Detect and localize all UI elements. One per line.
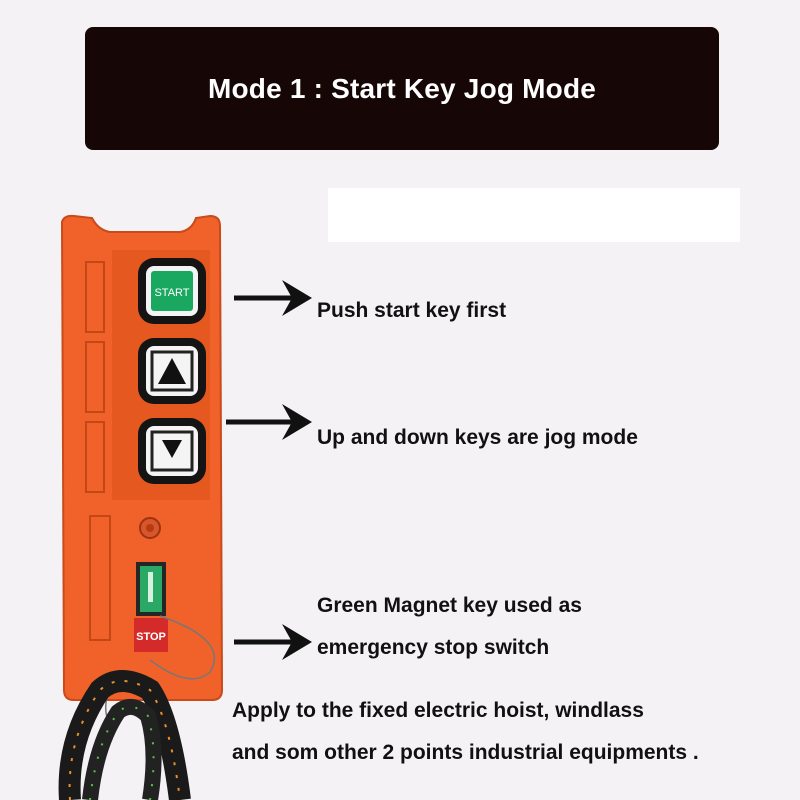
arrow-right-icon	[234, 280, 312, 316]
arrow-right-icon	[226, 404, 312, 440]
arrow-right-icon	[234, 624, 312, 660]
title-banner: Mode 1 : Start Key Jog Mode	[85, 27, 719, 150]
down-triangle-icon	[162, 440, 182, 458]
strap	[58, 670, 191, 800]
banner-title: Mode 1 : Start Key Jog Mode	[207, 72, 597, 104]
footer-line1: Apply to the fixed electric hoist, windl…	[232, 699, 644, 722]
callout-magnet-line2: emergency stop switch	[317, 636, 550, 659]
stop-label-text: STOP	[136, 631, 166, 643]
callout-magnet-line1: Green Magnet key used as	[317, 594, 582, 617]
start-key-label: START	[154, 287, 189, 299]
blank-panel	[328, 188, 740, 242]
up-triangle-icon	[158, 358, 186, 384]
remote-control: START STOP	[58, 214, 224, 800]
callout-start: Push start key first	[317, 299, 507, 322]
magnet-key[interactable]	[136, 562, 166, 616]
up-key[interactable]	[138, 338, 206, 404]
callout-jog: Up and down keys are jog mode	[317, 426, 638, 449]
down-key[interactable]	[138, 418, 206, 484]
stop-label: STOP	[134, 618, 168, 652]
footer-line2: and som other 2 points industrial equipm…	[232, 741, 699, 764]
start-key[interactable]: START	[138, 258, 206, 324]
